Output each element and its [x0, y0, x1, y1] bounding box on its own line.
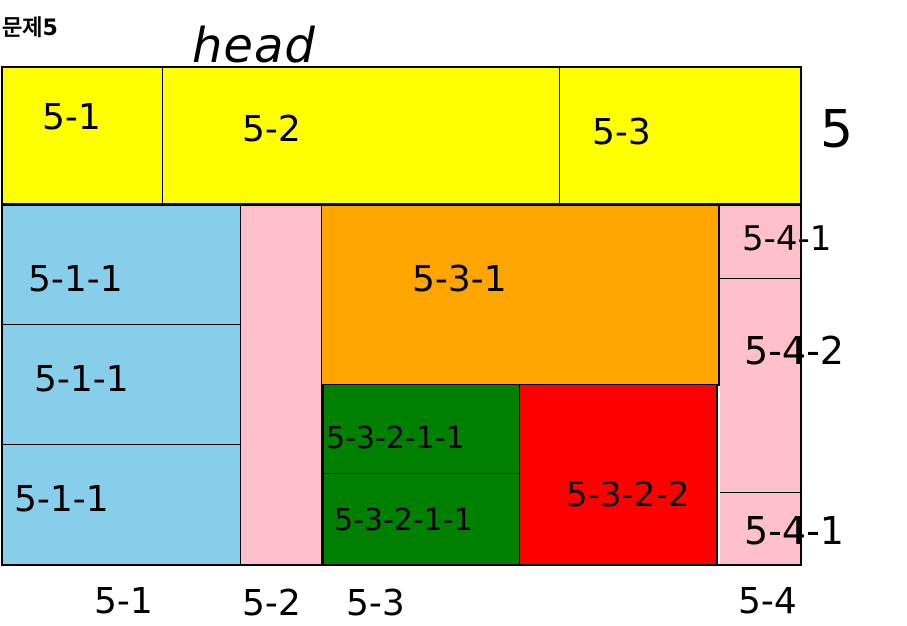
blue-divider-2	[3, 444, 241, 445]
bottom-label-5-4: 5-4	[738, 581, 797, 622]
bottom-label-5-1: 5-1	[94, 581, 153, 622]
header-divider-1	[162, 67, 163, 204]
blue-column	[3, 206, 241, 564]
right-cell-2-label: 5-4-2	[744, 329, 844, 373]
right-divider-1	[720, 278, 800, 279]
pink-column-right	[720, 206, 800, 564]
blue-cell-2-label: 5-1-1	[34, 359, 129, 400]
green-block-1	[322, 385, 520, 474]
bottom-label-5-3: 5-3	[346, 583, 405, 624]
side-annotation: 5	[820, 100, 855, 160]
header-cell-5-3-label: 5-3	[592, 112, 651, 153]
blue-cell-1-label: 5-1-1	[28, 259, 123, 300]
pink-column-left	[241, 206, 322, 564]
header-region	[1, 66, 802, 205]
right-divider-2	[720, 492, 800, 493]
header-cell-5-1-label: 5-1	[42, 97, 101, 138]
blue-cell-3-label: 5-1-1	[14, 479, 109, 520]
header-cell-5-2-label: 5-2	[242, 109, 301, 150]
red-block	[520, 385, 718, 564]
orange-block-label: 5-3-1	[412, 259, 507, 300]
green-block-1-label: 5-3-2-1-1	[326, 421, 465, 456]
right-cell-3-label: 5-4-1	[744, 509, 844, 553]
header-divider-2	[559, 67, 560, 204]
right-cell-1-label: 5-4-1	[742, 219, 832, 259]
bottom-label-5-2: 5-2	[242, 583, 301, 624]
page-title: 문제5	[2, 16, 58, 41]
green-block-2-label: 5-3-2-1-1	[334, 503, 473, 538]
blue-divider-1	[3, 324, 241, 325]
green-block-2	[322, 474, 520, 564]
orange-block	[322, 206, 720, 386]
head-annotation: head	[192, 18, 316, 74]
red-block-label: 5-3-2-2	[566, 475, 690, 515]
